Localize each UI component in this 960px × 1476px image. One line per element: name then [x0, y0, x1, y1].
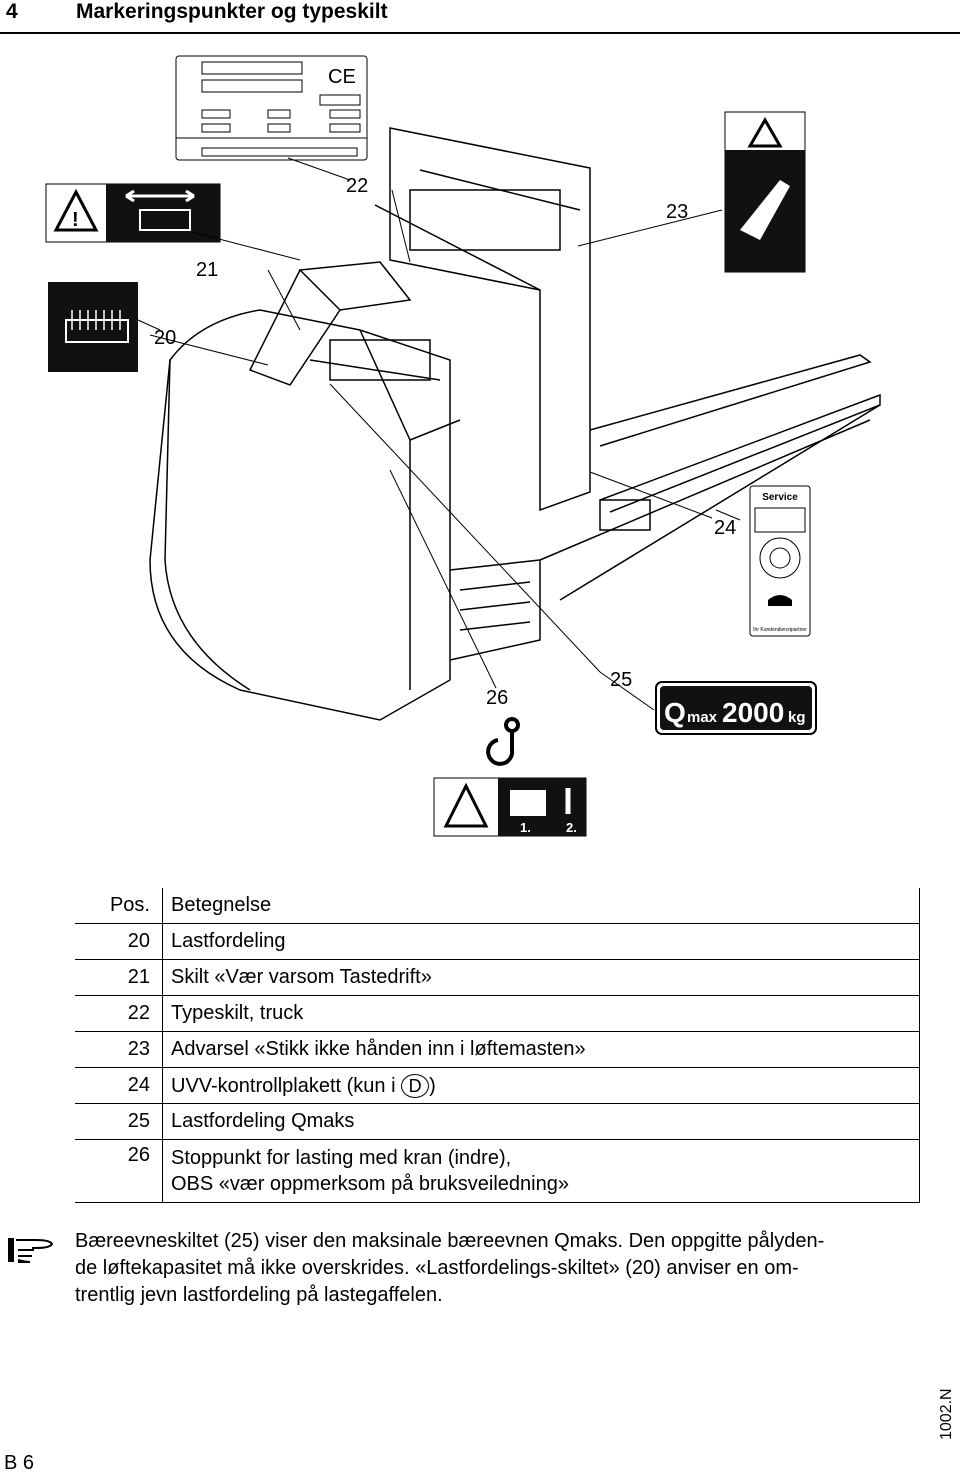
table-row: 24 UVV-kontrollplakett (kun i D) — [75, 1067, 920, 1104]
callout-20: 20 — [154, 327, 176, 349]
type-plate — [175, 55, 368, 161]
header-rule — [0, 32, 960, 34]
table-row: 23 Advarsel «Stikk ikke hånden inn i løf… — [75, 1031, 920, 1068]
designation-table: Pos. Betegnelse 20 Lastfordeling 21 Skil… — [75, 888, 920, 1203]
sign-service-inspection — [749, 485, 811, 637]
sign-qmax — [655, 681, 817, 735]
row24-text: UVV-kontrollplakett (kun i — [171, 1074, 396, 1097]
step1-label: 1. — [520, 820, 531, 835]
section-title: Markeringspunkter og typeskilt — [76, 0, 388, 23]
qmax-q: Q — [664, 697, 686, 728]
svg-text:!: ! — [72, 209, 79, 231]
leader-lines — [137, 157, 741, 711]
page-number: B 6 — [4, 1452, 35, 1474]
table-row: 25 Lastfordeling Qmaks — [75, 1103, 920, 1140]
callout-24: 24 — [714, 517, 736, 539]
callout-21: 21 — [196, 259, 218, 281]
table-row: 26 Stoppunkt for lasting med kran (indre… — [75, 1139, 920, 1203]
service-label: Service — [762, 492, 798, 503]
sign-hand-warning — [724, 111, 806, 273]
note-paragraph: Bæreevneskiltet (25) viser den maksinale… — [75, 1230, 825, 1306]
header-pos: Pos. — [75, 888, 163, 924]
truck-illustration: CE ! Service Ihr Kundendienstpartn — [45, 55, 881, 837]
ce-mark: CE — [328, 66, 356, 88]
pointing-hand-icon — [8, 1238, 54, 1263]
table-row: 20 Lastfordeling — [75, 923, 920, 960]
crane-hook-icon — [486, 717, 520, 766]
callout-23: 23 — [666, 201, 688, 223]
sign-careful-operation: ! — [45, 183, 221, 243]
pallet-truck-drawing — [149, 127, 881, 721]
table-row: 22 Typeskilt, truck — [75, 995, 920, 1032]
step2-label: 2. — [566, 820, 577, 835]
callout-25: 25 — [610, 669, 632, 691]
section-number: 4 — [6, 0, 18, 23]
sign-load-distribution — [48, 282, 138, 372]
sign-read-manual — [433, 777, 587, 837]
country-d-badge: D — [401, 1073, 430, 1098]
qmax-value: 2000 — [722, 697, 784, 728]
callout-22: 22 — [346, 175, 368, 197]
qmax-sub: max — [687, 709, 718, 726]
table-header-row: Pos. Betegnelse — [75, 888, 920, 924]
callout-26: 26 — [486, 687, 508, 709]
table-row: 21 Skilt «Vær varsom Tastedrift» — [75, 959, 920, 996]
qmax-unit: kg — [788, 709, 806, 726]
document-code: 1002.N — [938, 1388, 955, 1440]
header-designation: Betegnelse — [162, 888, 920, 924]
service-footer-label: Ihr Kundendienstpartner — [753, 627, 807, 633]
